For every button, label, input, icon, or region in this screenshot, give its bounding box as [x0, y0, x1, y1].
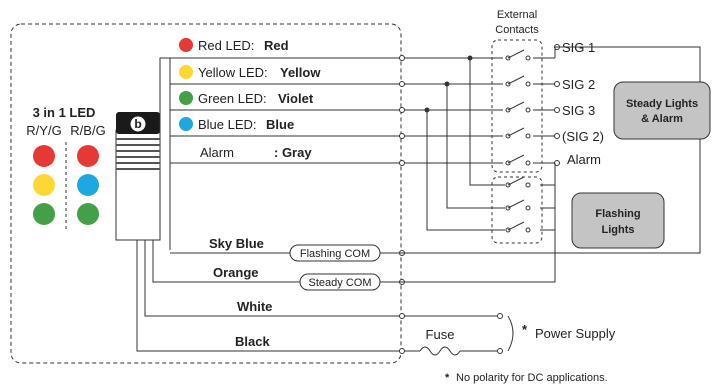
fuse-icon [419, 346, 461, 356]
steady-lights-box [613, 81, 711, 140]
sky-blue-label: Sky Blue [209, 236, 264, 251]
alarm-signal-label: Alarm [567, 152, 601, 167]
fuse-label: Fuse [426, 327, 455, 342]
power-terminal [497, 348, 503, 354]
ryg-dot-3 [33, 203, 55, 225]
sig-terminal [554, 133, 560, 139]
rbg-dot-1 [77, 145, 99, 167]
tower-body [115, 129, 161, 241]
contacts-group-steady [491, 39, 543, 173]
led-panel-col1-label: R/Y/G [26, 123, 61, 138]
tower-wire-black [136, 240, 500, 352]
led-row-green: Green LED: Violet [179, 91, 314, 106]
tower-light: b [115, 112, 161, 241]
power-supply-asterisk: * [522, 322, 528, 337]
flash-tap-2 [446, 84, 505, 209]
contacts-title-line1: External [497, 9, 537, 21]
junction-dots [424, 55, 473, 113]
red-led-label: Red LED: [198, 38, 254, 53]
tower-wire-orange [152, 240, 300, 283]
alarm-row: Alarm : Gray [200, 145, 312, 160]
contacts-group-flashing [491, 176, 543, 244]
rbg-dot-2 [77, 174, 99, 196]
sig-terminal [554, 81, 560, 87]
steady-com-label: Steady COM [309, 277, 372, 289]
flash-tap-1 [469, 58, 505, 186]
blue-dot [179, 117, 193, 131]
red-led-value: Red [264, 38, 289, 53]
led-panel-col2-dots [77, 145, 99, 225]
green-led-value: Violet [278, 91, 314, 106]
ryg-dot-2 [33, 174, 55, 196]
flash-return [540, 184, 556, 253]
steady-com-wire [380, 163, 556, 283]
sig-terminal [554, 107, 560, 113]
power-supply-label: Power Supply [535, 326, 616, 341]
sig2-paren-label: (SIG 2) [562, 129, 604, 144]
power-supply-bracket [507, 315, 514, 352]
flashing-lights-box [571, 192, 665, 249]
sig2-label: SIG 2 [562, 77, 595, 92]
green-dot [179, 91, 193, 105]
flashing-com-label: Flashing COM [300, 248, 370, 260]
tower-wire-white [144, 240, 500, 317]
green-led-label: Green LED: [198, 91, 267, 106]
blue-led-label: Blue LED: [198, 117, 257, 132]
steady-lights-line1: Steady Lights [626, 98, 698, 110]
rbg-dot-3 [77, 203, 99, 225]
footnote-text: No polarity for DC applications. [456, 372, 608, 384]
contacts-title-line2: Contacts [495, 24, 539, 36]
terminals [399, 55, 405, 354]
black-label: Black [235, 334, 270, 349]
led-row-blue: Blue LED: Blue [179, 117, 294, 132]
contact-switches [503, 49, 533, 233]
yellow-led-value: Yellow [280, 65, 321, 80]
power-terminal [497, 313, 503, 319]
sig3-label: SIG 3 [562, 103, 595, 118]
flashing-lights-line1: Flashing [595, 208, 640, 220]
ryg-dot-1 [33, 145, 55, 167]
steady-com-pill [299, 273, 381, 291]
footnote-asterisk: * [445, 372, 450, 384]
orange-label: Orange [213, 265, 259, 280]
tower-badge-label: b [134, 117, 141, 131]
led-row-red: Red LED: Red [179, 38, 289, 53]
flashing-lights-line2: Lights [602, 224, 635, 236]
blue-led-value: Blue [266, 117, 294, 132]
alarm-value: : Gray [274, 145, 312, 160]
device-outline [10, 23, 402, 364]
tower-badge-circle [129, 115, 147, 133]
yellow-dot [179, 65, 193, 79]
sig1-bus [402, 46, 701, 254]
tower-stripes [116, 138, 160, 170]
tower-wire-main [159, 57, 171, 250]
flash-tap-3 [426, 110, 505, 231]
red-dot [179, 38, 193, 52]
led-panel-col1-dots [33, 145, 55, 225]
led-row-yellow: Yellow LED: Yellow [179, 65, 321, 80]
alarm-label: Alarm [200, 145, 234, 160]
white-label: White [237, 299, 272, 314]
yellow-led-label: Yellow LED: [198, 65, 268, 80]
led-panel-col2-label: R/B/G [70, 123, 105, 138]
led-panel-title: 3 in 1 LED [33, 105, 96, 120]
steady-lights-line2: & Alarm [641, 113, 683, 125]
